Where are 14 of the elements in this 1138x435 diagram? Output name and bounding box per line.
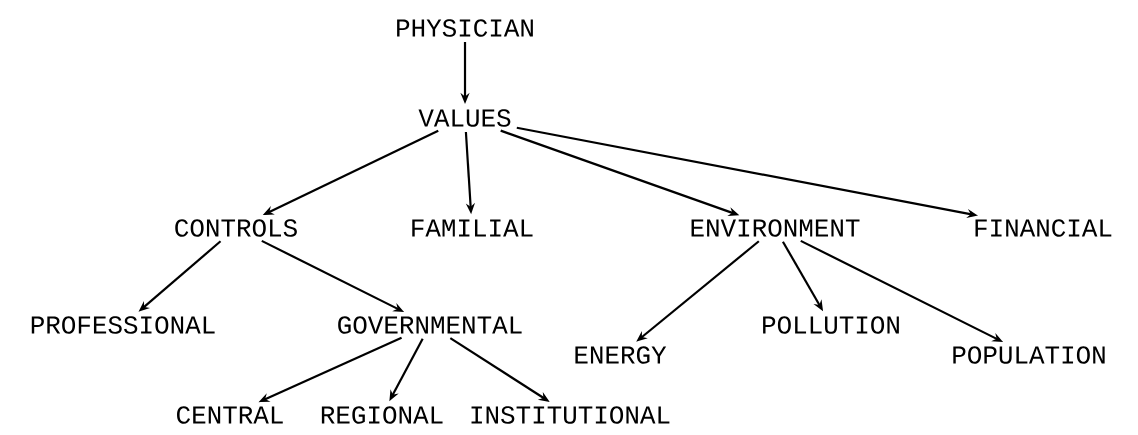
node-label: PHYSICIAN bbox=[397, 19, 533, 37]
node-label: FINANCIAL bbox=[975, 219, 1112, 237]
node-label: GOVERNMENTAL bbox=[338, 316, 522, 334]
node-label: REGIONAL bbox=[321, 406, 443, 424]
node-label: INSTITUTIONAL bbox=[471, 406, 670, 424]
node-label: CONTROLS bbox=[175, 219, 297, 237]
node-label: FAMILIAL bbox=[412, 219, 533, 237]
node-label: ENVIRONMENT bbox=[691, 219, 860, 237]
node-label: PROFESSIONAL bbox=[31, 316, 215, 334]
node-label: ENERGY bbox=[575, 346, 667, 364]
node-label: VALUES bbox=[418, 109, 511, 127]
node-label: POPULATION bbox=[953, 346, 1105, 364]
node-label: CENTRAL bbox=[177, 406, 283, 424]
node-label: POLLUTION bbox=[763, 316, 899, 334]
